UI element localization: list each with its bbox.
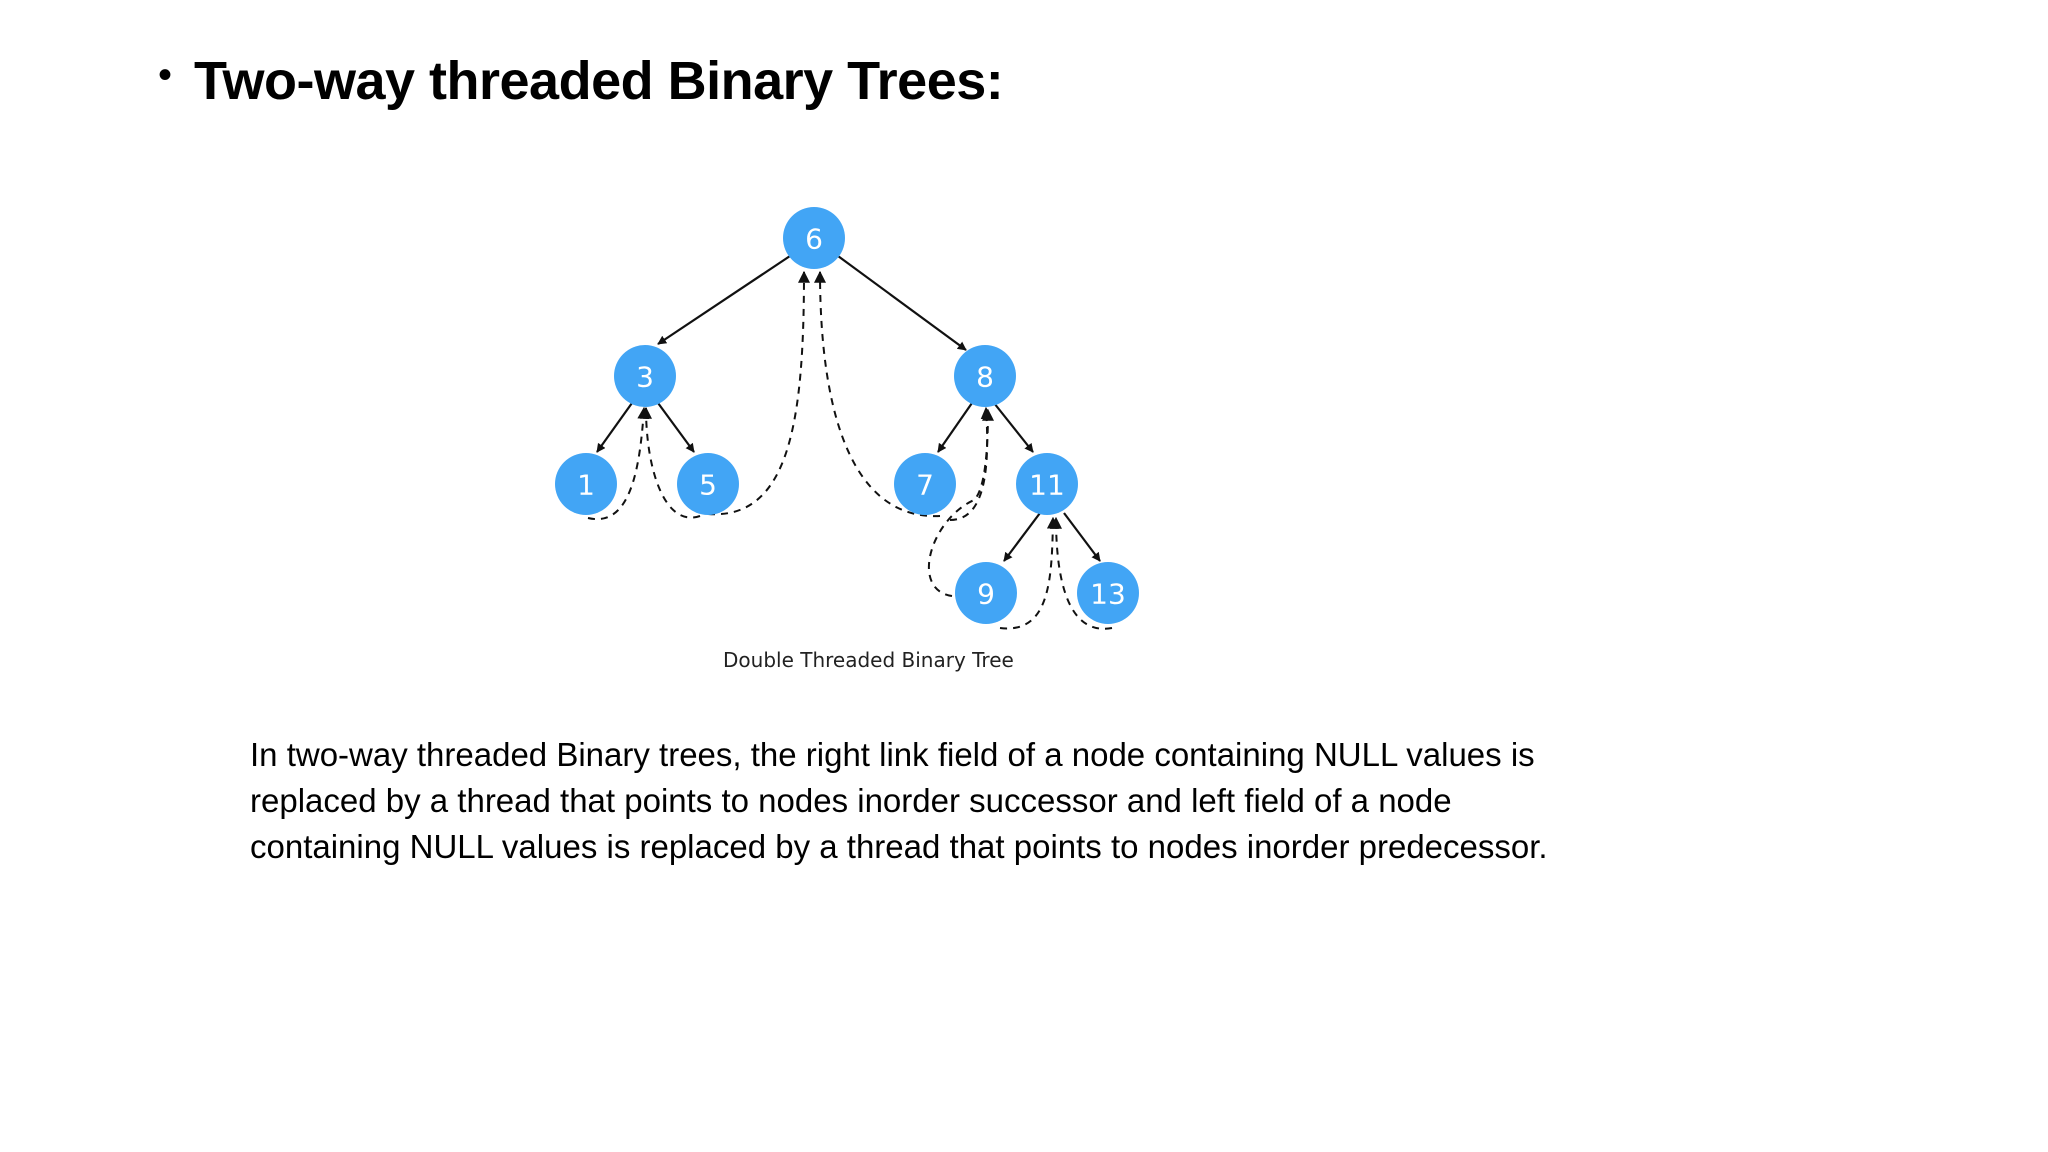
node-label: 7 (916, 469, 934, 502)
body-paragraph: In two-way threaded Binary trees, the ri… (250, 732, 1750, 870)
body-line: In two-way threaded Binary trees, the ri… (250, 736, 1535, 773)
node-label: 8 (976, 361, 994, 394)
slide-heading: • Two-way threaded Binary Trees: (158, 50, 1004, 112)
edge-6-8 (837, 255, 967, 351)
tree-edges (596, 255, 1101, 562)
thread-9-to-8 (927, 408, 994, 597)
node-circle (894, 453, 956, 515)
node-label: 5 (699, 469, 717, 502)
thread-7-to-6 (814, 270, 941, 518)
thread-13-to-11 (1050, 516, 1113, 630)
edge-3-1 (596, 402, 633, 453)
tree-node-7: 7 (894, 453, 956, 515)
node-label: 9 (977, 578, 995, 611)
node-label: 1 (577, 469, 595, 502)
node-label: 13 (1090, 578, 1126, 611)
node-circle (677, 453, 739, 515)
node-label: 3 (636, 361, 654, 394)
thread-links (587, 270, 1113, 630)
diagram-caption: Double Threaded Binary Tree (723, 648, 1014, 672)
body-line: containing NULL values is replaced by a … (250, 828, 1548, 865)
node-circle (955, 562, 1017, 624)
node-circle (1016, 453, 1078, 515)
edge-11-9 (1003, 512, 1041, 562)
tree-node-3: 3 (614, 345, 676, 407)
threaded-tree-diagram: 6 3 8 1 5 7 11 9 13 (555, 207, 1139, 630)
edge-11-13 (1063, 512, 1101, 562)
edge-8-7 (937, 402, 973, 453)
thread-5-to-3 (640, 406, 701, 519)
tree-node-11: 11 (1016, 453, 1078, 515)
node-label: 11 (1029, 469, 1065, 502)
tree-node-6: 6 (783, 207, 845, 269)
bullet-point: • (158, 53, 173, 97)
node-circle (1077, 562, 1139, 624)
node-circle (954, 345, 1016, 407)
thread-9-to-11 (999, 516, 1059, 630)
thread-1-to-3 (587, 406, 650, 521)
node-label: 6 (805, 223, 823, 256)
body-line: replaced by a thread that points to node… (250, 782, 1452, 819)
thread-5-to-6 (707, 270, 810, 516)
tree-node-5: 5 (677, 453, 739, 515)
tree-node-8: 8 (954, 345, 1016, 407)
edge-3-5 (657, 402, 695, 453)
tree-node-9: 9 (955, 562, 1017, 624)
tree-node-1: 1 (555, 453, 617, 515)
edge-6-3 (657, 255, 791, 345)
node-circle (555, 453, 617, 515)
tree-node-13: 13 (1077, 562, 1139, 624)
node-circle (614, 345, 676, 407)
slide-title: Two-way threaded Binary Trees: (194, 51, 1004, 111)
node-circle (783, 207, 845, 269)
tree-nodes: 6 3 8 1 5 7 11 9 13 (555, 207, 1139, 624)
edge-8-11 (993, 402, 1034, 453)
